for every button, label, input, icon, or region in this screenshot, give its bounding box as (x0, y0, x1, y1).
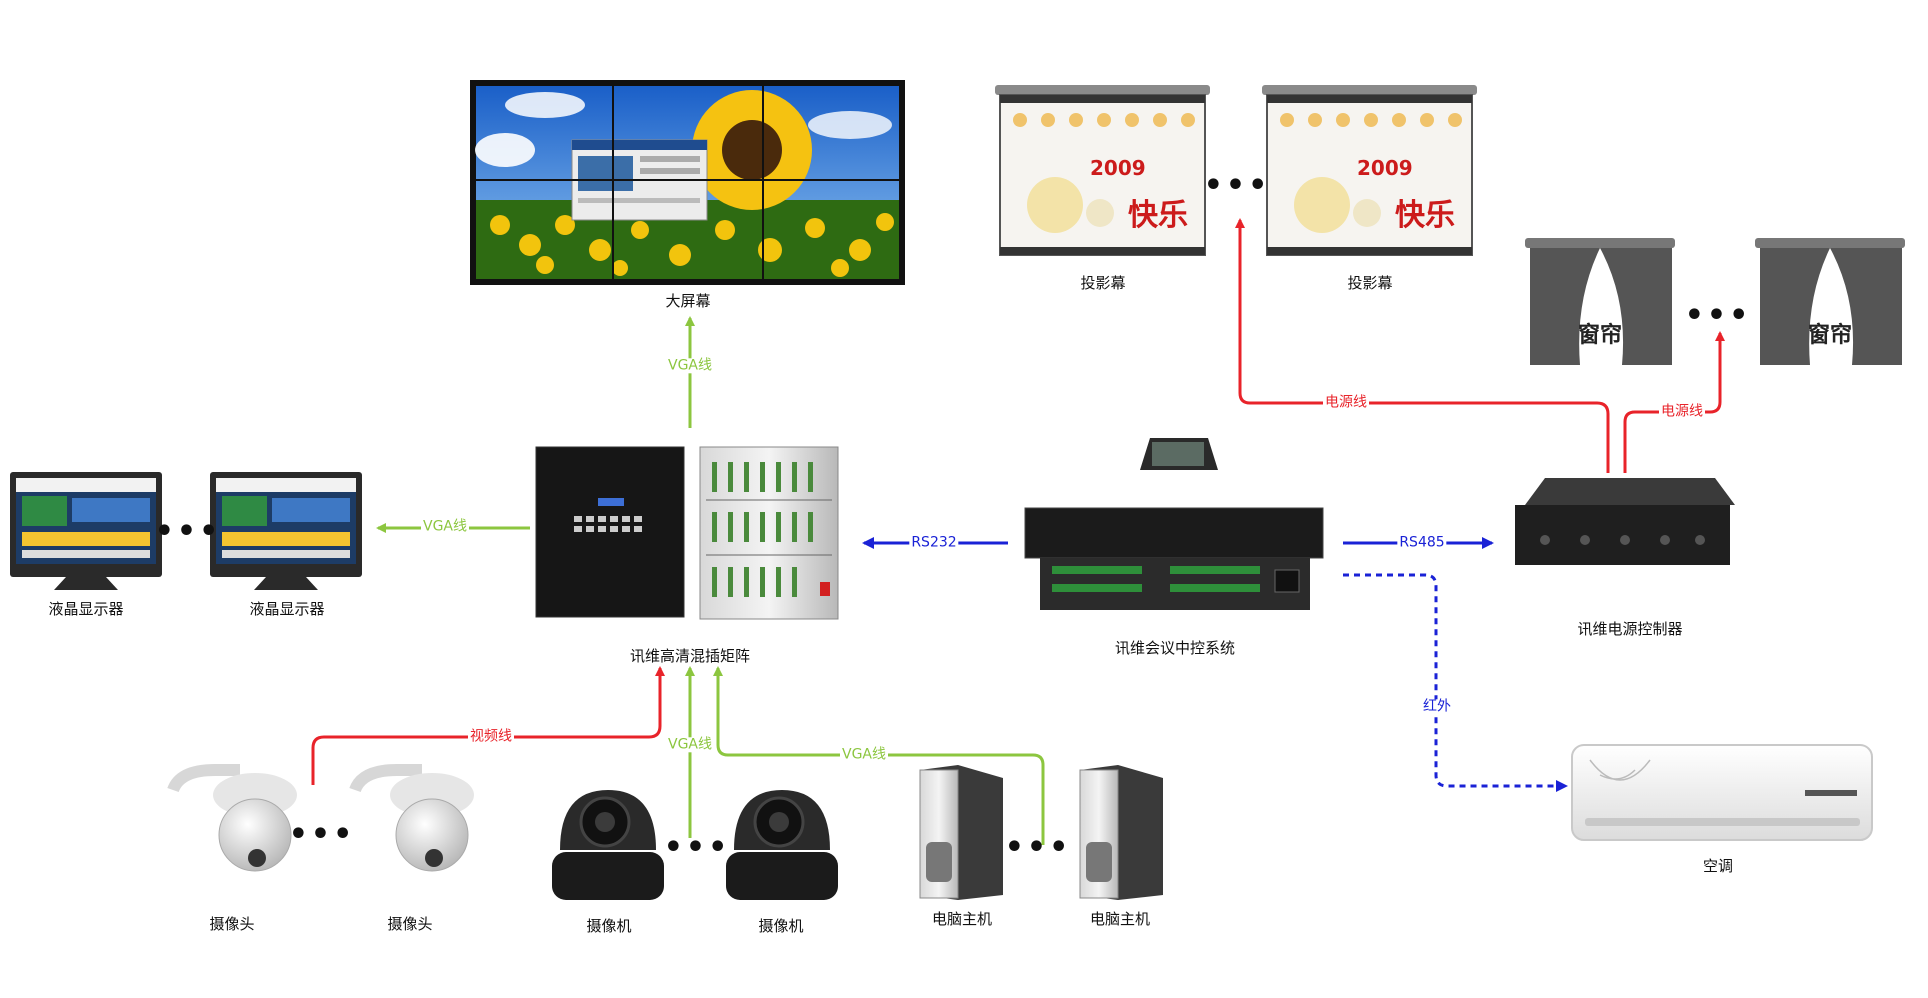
label-camcorder-2: 摄像机 (758, 917, 804, 935)
label-lcd-2: 液晶显示器 (249, 600, 325, 618)
label-air-conditioner: 空调 (1702, 857, 1734, 875)
video-wall (470, 80, 905, 285)
label-camera-head-2: 摄像头 (387, 915, 433, 933)
ellipsis-camcorders: ••• (663, 830, 731, 865)
label-pc-host-1: 电脑主机 (931, 910, 993, 928)
ellipsis-lcds: ••• (154, 514, 222, 549)
conn-label-rs485: RS485 (1397, 534, 1447, 551)
conn-label-vga-to-screen: VGA线 (665, 357, 715, 374)
curtain-2-text: 窗帘 (1808, 322, 1852, 348)
dome-camera-1 (167, 764, 297, 872)
hd-matrix-switcher (535, 446, 839, 620)
pc-tower-1 (919, 765, 1003, 900)
label-central-control: 讯维会议中控系统 (1114, 639, 1236, 657)
power-controller-unit (1515, 478, 1735, 565)
conn-label-vga-to-lcd: VGA线 (420, 518, 470, 535)
screen-2-greeting-text: 快乐 (1395, 198, 1455, 233)
label-camcorder-1: 摄像机 (586, 917, 632, 935)
projection-screen-1: 2009 快乐 (995, 85, 1210, 256)
label-projection-screen-2: 投影幕 (1347, 274, 1393, 292)
dome-camera-2 (349, 764, 474, 872)
ellipsis-curtains: ••• (1684, 298, 1752, 333)
conn-label-vga-from-camcorders: VGA线 (665, 736, 715, 753)
central-control-unit (1024, 438, 1324, 610)
conn-label-power-to-projector: 电源线 (1323, 394, 1369, 411)
ellipsis-dome-cameras: ••• (288, 817, 356, 852)
projection-screen-2: 2009 快乐 (1262, 85, 1477, 256)
screen-1-year-text: 2009 (1090, 156, 1146, 180)
label-projection-screen-1: 投影幕 (1080, 274, 1126, 292)
screen-1-greeting-text: 快乐 (1128, 198, 1188, 233)
label-big-screen: 大屏幕 (665, 292, 711, 310)
conn-label-vga-from-pcs: VGA线 (839, 746, 889, 763)
conn-label-power-to-curtain: 电源线 (1659, 403, 1705, 420)
label-camera-head-1: 摄像头 (209, 915, 255, 933)
ptz-camera-2 (726, 790, 838, 900)
ellipsis-pcs: ••• (1004, 830, 1072, 865)
curtain-1-text: 窗帘 (1578, 322, 1622, 348)
power-line-to-projector (1235, 218, 1610, 473)
lcd-monitor-2 (210, 472, 362, 590)
label-matrix: 讯维高清混插矩阵 (629, 647, 751, 665)
label-power-controller: 讯维电源控制器 (1577, 620, 1683, 638)
lcd-monitor-1 (10, 472, 162, 590)
ellipsis-projectors: ••• (1203, 168, 1271, 203)
air-conditioner-unit (1571, 744, 1873, 841)
conn-label-video: 视频线 (468, 728, 514, 745)
conn-label-infrared: 红外 (1421, 698, 1453, 715)
label-lcd-1: 液晶显示器 (48, 600, 124, 618)
curtain-2: 窗帘 (1755, 238, 1905, 365)
pc-tower-2 (1079, 765, 1163, 900)
video-line (311, 666, 665, 785)
conn-label-rs232: RS232 (909, 534, 959, 551)
curtain-1: 窗帘 (1525, 238, 1675, 365)
infrared-line (1343, 573, 1568, 792)
screen-2-year-text: 2009 (1357, 156, 1413, 180)
label-pc-host-2: 电脑主机 (1089, 910, 1151, 928)
ptz-camera-1 (552, 790, 664, 900)
